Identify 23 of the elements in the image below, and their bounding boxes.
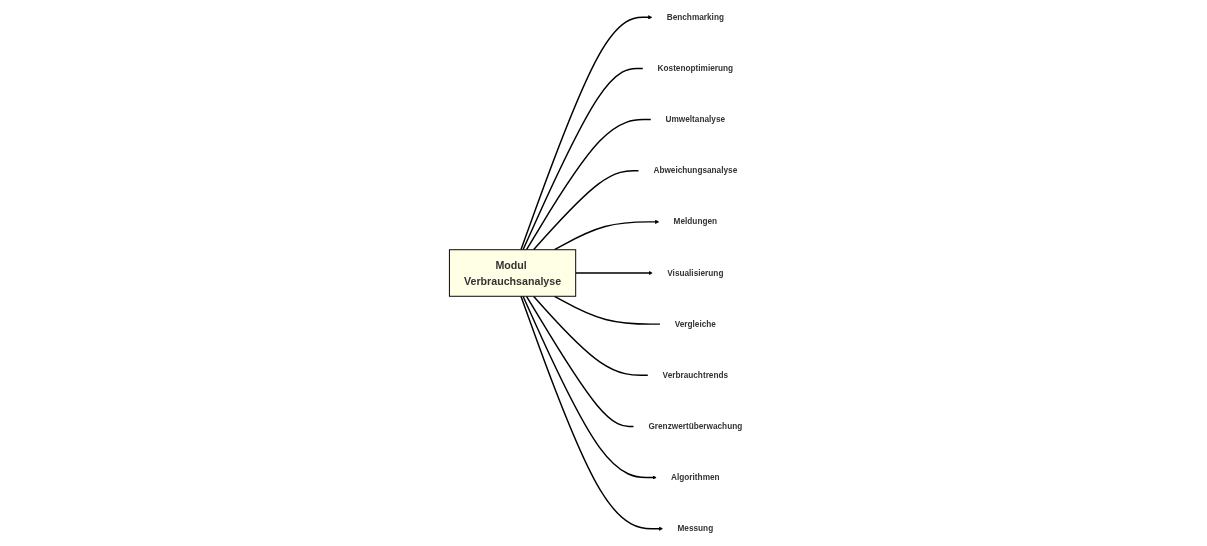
- connector: [522, 67, 645, 251]
- node-text: Umweltanalyse: [665, 114, 726, 125]
- arrow: [575, 270, 654, 276]
- connector: [526, 295, 635, 428]
- connector: [526, 118, 653, 251]
- node-text: Meldungen: [673, 217, 718, 227]
- node-text: Abweichungsanalyse: [653, 166, 738, 176]
- node-text: Visualisierung: [667, 268, 724, 278]
- node-box: Modul Verbrauchsanalyse: [449, 249, 577, 297]
- arrow: [554, 219, 660, 251]
- arrow: [520, 15, 653, 251]
- node-text: Messung: [677, 523, 714, 534]
- connector: [554, 295, 662, 325]
- node-text: Algorithmen: [671, 472, 720, 483]
- arrow: [522, 295, 658, 480]
- node-text: Grenzwertüberwachung: [648, 421, 743, 431]
- node-text: Kostenoptimierung: [657, 63, 734, 73]
- node-text: Benchmarking: [667, 12, 725, 22]
- arrow: [520, 295, 664, 531]
- connector: [533, 295, 650, 376]
- node-text: Vergleiche: [675, 319, 717, 329]
- node-text: Verbrauchtrends: [662, 370, 729, 380]
- connector: [533, 170, 640, 251]
